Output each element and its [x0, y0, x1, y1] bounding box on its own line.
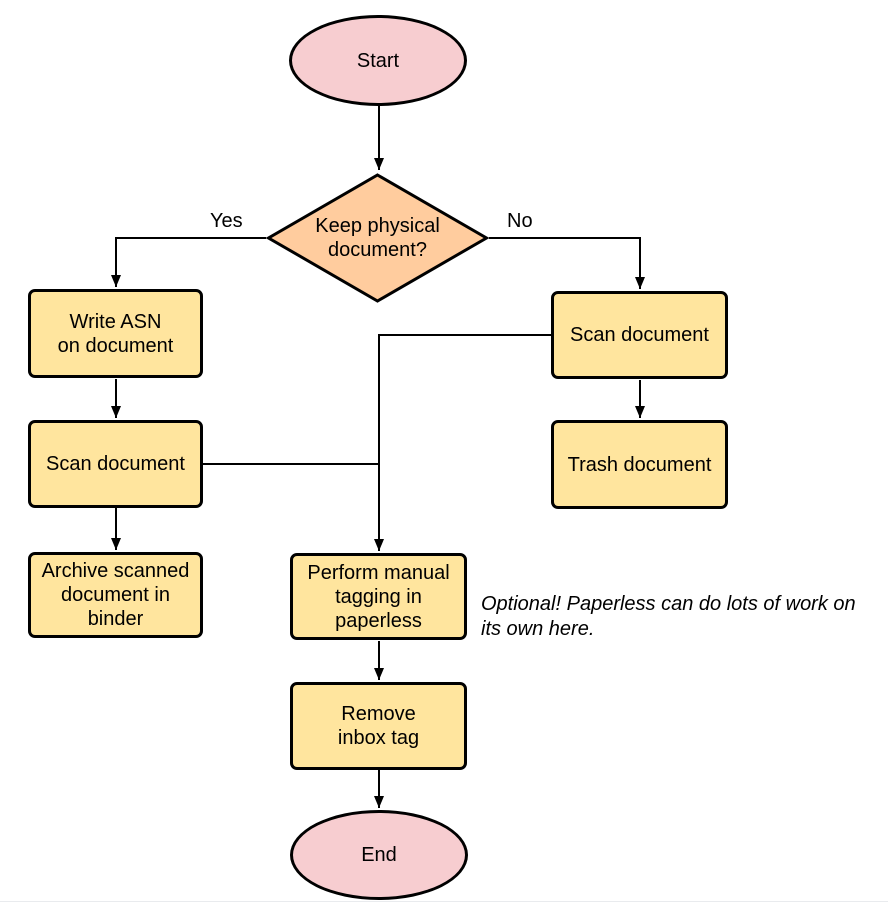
start-node: Start	[289, 15, 467, 106]
edge-label-no: No	[507, 210, 533, 232]
remove-inbox-tag-label: Remove inbox tag	[337, 703, 420, 749]
manual-tagging-node: Perform manual tagging in paperless	[290, 553, 467, 640]
end-node: End	[290, 810, 468, 900]
decision-label: Keep physical document?	[315, 215, 440, 261]
scan-document-right-node: Scan document	[551, 291, 728, 379]
scan-document-left-label: Scan document	[46, 453, 185, 475]
optional-note: Optional! Paperless can do lots of work …	[481, 593, 856, 640]
write-asn-label: Write ASN on document	[57, 310, 174, 357]
edge-label-yes: Yes	[210, 210, 243, 232]
end-label: End	[361, 844, 397, 866]
write-asn-node: Write ASN on document	[28, 289, 203, 378]
remove-inbox-tag-node: Remove inbox tag	[290, 682, 467, 770]
trash-document-node: Trash document	[551, 420, 728, 509]
archive-document-label: Archive scanned document in binder	[41, 560, 190, 630]
archive-document-node: Archive scanned document in binder	[28, 552, 203, 638]
scan-document-left-node: Scan document	[28, 420, 203, 508]
decision-keep-physical-node: Keep physical document?	[265, 172, 490, 304]
scan-document-right-label: Scan document	[570, 324, 709, 346]
diamond-shape	[265, 173, 490, 303]
trash-document-label: Trash document	[567, 453, 712, 476]
bottom-divider	[0, 901, 888, 902]
manual-tagging-label: Perform manual tagging in paperless	[307, 561, 450, 632]
start-label: Start	[356, 49, 400, 72]
